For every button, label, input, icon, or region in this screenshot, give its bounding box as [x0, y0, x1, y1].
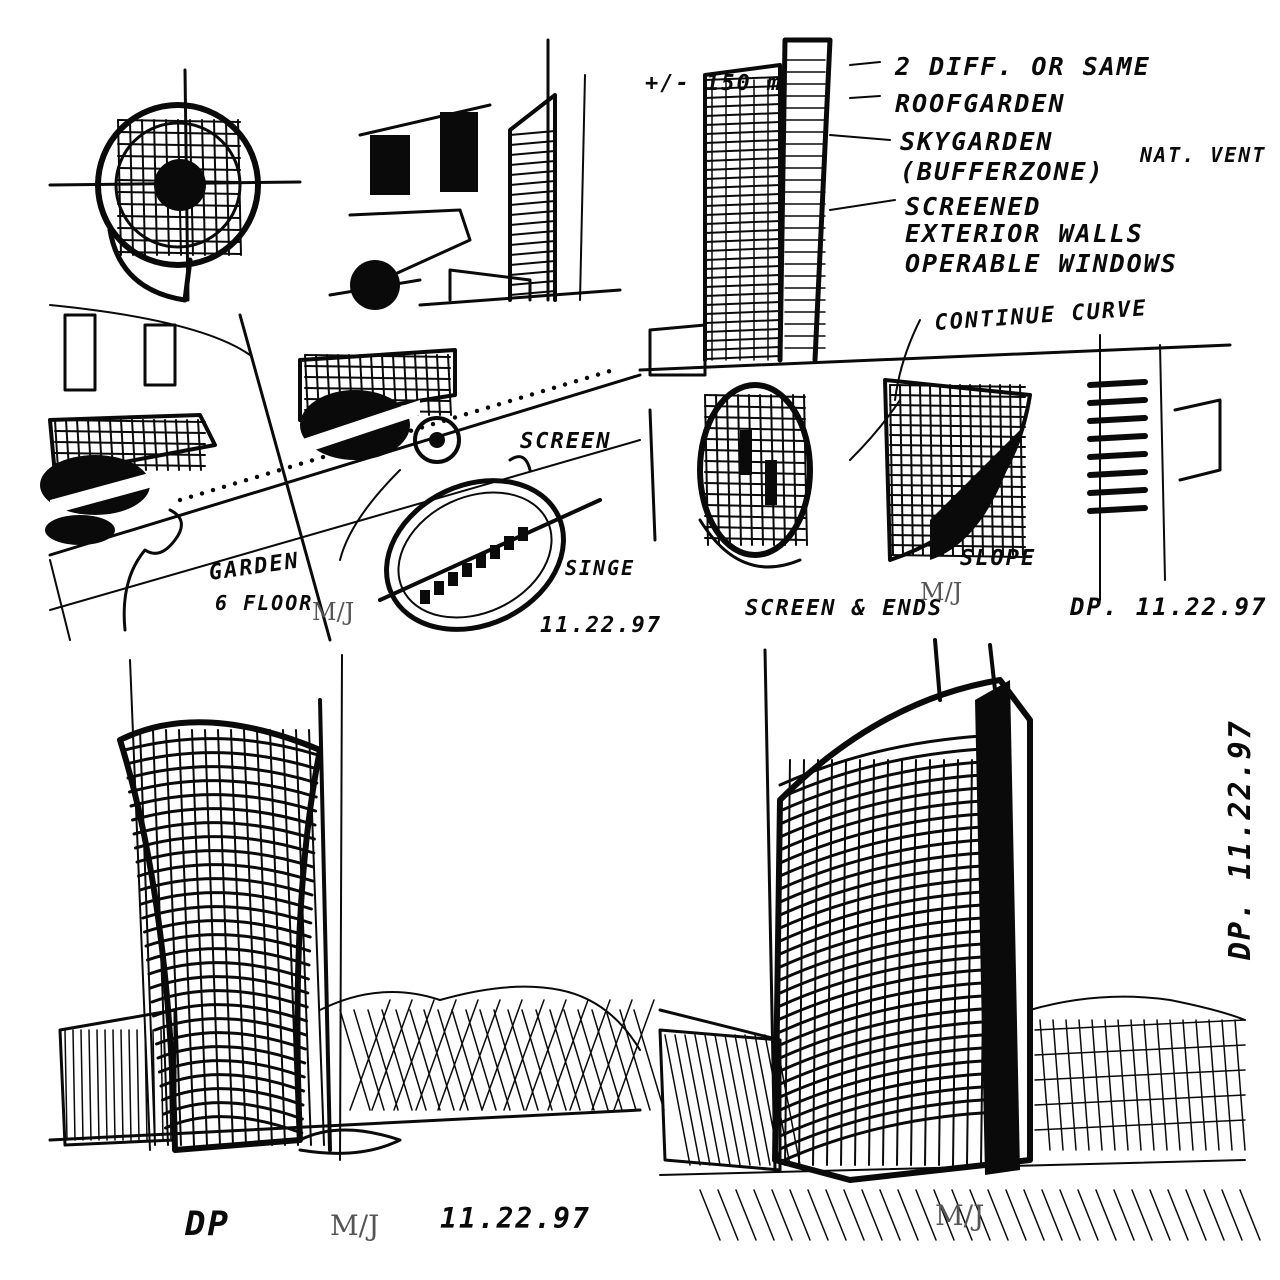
- label-screen: SCREEN: [520, 429, 611, 454]
- annotation-note: SCREENED: [905, 192, 1041, 221]
- annotation-note: ROOFGARDEN: [895, 89, 1066, 118]
- label-continue-curve: CONTINUE CURVE: [934, 296, 1149, 336]
- annotation-note: SKYGARDEN: [900, 127, 1053, 156]
- elevation-sketch: [328, 38, 622, 310]
- label-screen-ends: SCREEN & ENDS: [745, 596, 943, 621]
- label-slope: SLOPE: [960, 546, 1036, 571]
- annotation-note: NAT. VENT: [1139, 143, 1266, 167]
- label-single: SINGE: [565, 556, 635, 580]
- label-floor: 6 FLOOR: [215, 591, 313, 615]
- watermark-top-right: M/J: [920, 578, 962, 606]
- curve-plan-sketch: [697, 319, 1032, 569]
- landscape-left: [48, 985, 665, 1155]
- spiral-plan-sketch: [48, 68, 302, 303]
- date-signature-bottom-right: DP. 11.22.97: [1223, 719, 1258, 961]
- watermark-bottom-right: M/J: [935, 1199, 984, 1232]
- annotation-note: (BUFFERZONE): [900, 157, 1105, 186]
- annotation-note: OPERABLE WINDOWS: [905, 249, 1178, 278]
- tower-elevation-sketch: [638, 37, 1232, 542]
- annotation-note: EXTERIOR WALLS: [905, 219, 1144, 248]
- landscape-right: [658, 995, 1261, 1241]
- date-bottom-left: 11.22.97: [440, 1202, 591, 1235]
- watermark-top-left: M/J: [312, 598, 354, 626]
- panel-top-left: SCREEN GARDEN 6 FLOOR SINGE 11.22.97 M/J: [40, 38, 662, 642]
- signature-bottom-left: DP: [184, 1204, 230, 1244]
- annotation-note: 2 DIFF. OR SAME: [894, 52, 1151, 81]
- label-garden: GARDEN: [207, 548, 301, 585]
- date-top-left: 11.22.97: [540, 613, 662, 638]
- panel-top-right: +/- 150 m 2 DIFF. OR SAME ROOFGARDEN SKYGA…: [638, 37, 1267, 621]
- date-signature-top-right: DP. 11.22.97: [1069, 593, 1267, 621]
- height-note: +/- 150 m: [645, 71, 782, 96]
- tower-perspective-right: [763, 638, 1033, 1183]
- site-plan-sketch: [40, 304, 642, 642]
- panel-bottom-right: DP. 11.22.97 M/J: [658, 638, 1261, 1241]
- watermark-bottom-left: M/J: [330, 1209, 379, 1242]
- panel-bottom-left: DP 11.22.97 M/J: [48, 654, 665, 1244]
- annotation-notes: 2 DIFF. OR SAME ROOFGARDEN SKYGARDEN(BUFFE…: [894, 52, 1266, 278]
- section-sketch: [1087, 334, 1222, 601]
